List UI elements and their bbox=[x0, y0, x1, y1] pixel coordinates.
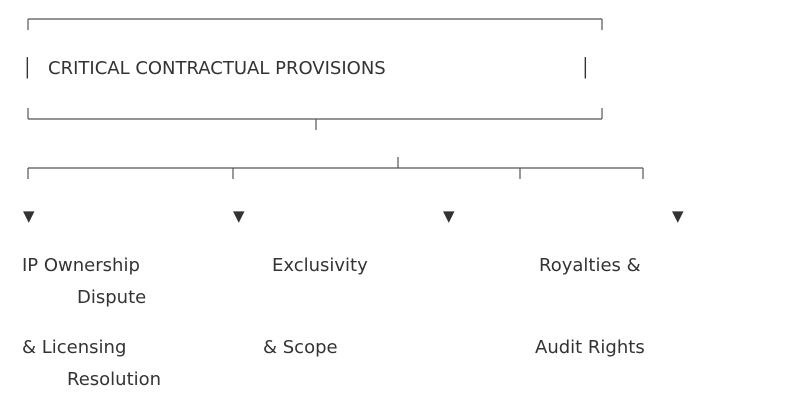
diagram-title: CRITICAL CONTRACTUAL PROVISIONS bbox=[48, 58, 386, 79]
arrow-down-icon: ▼ bbox=[443, 207, 455, 225]
branch-ip-ownership-line4: Resolution bbox=[67, 369, 162, 390]
branch-exclusivity-line3: & Scope bbox=[263, 337, 338, 358]
branch-ip-ownership-line2: Dispute bbox=[77, 287, 147, 308]
branch-exclusivity-line1: Exclusivity bbox=[272, 255, 368, 276]
branch-royalties-line1: Royalties & bbox=[539, 255, 641, 276]
branch-ip-ownership-line1: IP Ownership bbox=[22, 255, 140, 276]
title-left-bar: │ bbox=[22, 58, 33, 79]
arrow-down-icon: ▼ bbox=[233, 207, 245, 225]
title-right-bar: │ bbox=[580, 58, 591, 79]
branch-ip-ownership-line3: & Licensing bbox=[22, 337, 127, 358]
branch-royalties-line3: Audit Rights bbox=[535, 337, 645, 358]
arrow-down-icon: ▼ bbox=[23, 207, 35, 225]
arrow-down-icon: ▼ bbox=[672, 207, 684, 225]
